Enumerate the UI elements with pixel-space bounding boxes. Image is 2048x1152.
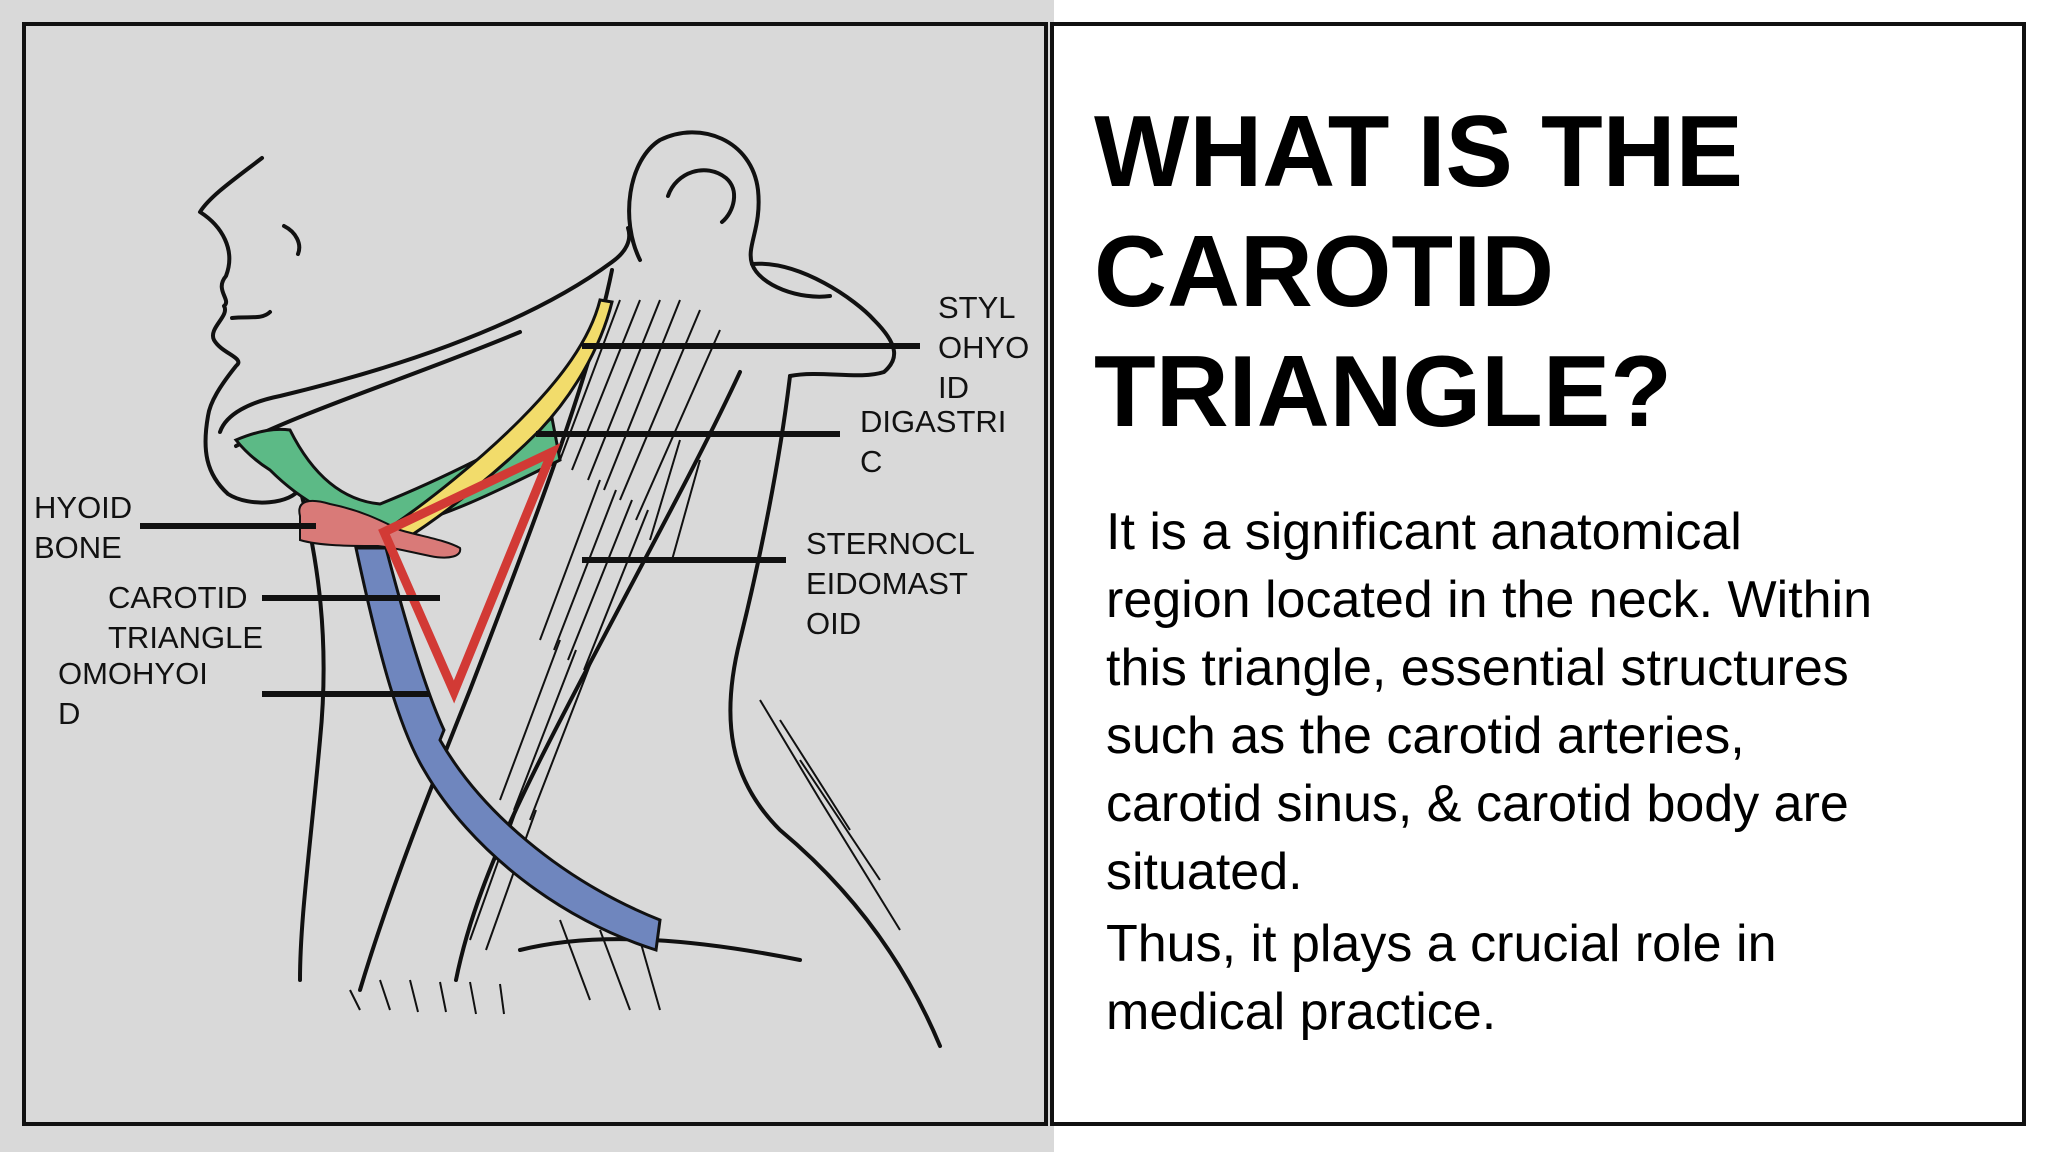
omohyoid-label-line-2: D — [58, 696, 81, 731]
description-paragraph-2: Thus, it plays a crucial role in medical… — [1106, 910, 2006, 1046]
ear-outline — [627, 130, 832, 299]
digastric-label: DIGASTRI C — [860, 402, 1006, 482]
slide-title-line-2: CAROTID — [1094, 216, 1555, 328]
stylohyoid-muscle — [389, 298, 614, 542]
diagram-panel-frame — [22, 22, 1048, 1126]
description-line: this triangle, essential structures — [1106, 639, 1849, 697]
sternocleidomastoid-label-line-1: STERNOCL — [806, 526, 975, 561]
sternocleidomastoid-label-line-3: OID — [806, 606, 862, 641]
muscle-fiber-hatching — [349, 299, 901, 1015]
neck-anatomy-diagram — [140, 130, 942, 1048]
description-line: Thus, it plays a crucial role in — [1106, 915, 1777, 973]
description-line: It is a significant anatomical — [1106, 503, 1742, 561]
neck-back-outline — [728, 374, 942, 1048]
face-profile-outline — [198, 156, 302, 505]
stylohyoid-label-line-2: OHYO — [938, 330, 1030, 365]
clavicle-outline — [518, 937, 802, 962]
omohyoid-label-line-1: OMOHYOI — [58, 656, 208, 691]
head-back-outline — [750, 261, 897, 378]
stylohyoid-label-line-3: ID — [938, 370, 969, 405]
slide-title: WHAT IS THE CAROTID TRIANGLE? — [1094, 92, 1974, 452]
text-panel-frame — [1050, 22, 2026, 1126]
sternocleidomastoid-outline — [358, 268, 614, 992]
description-line: such as the carotid arteries, — [1106, 707, 1745, 765]
description-text: It is a significant anatomical region lo… — [1106, 498, 2006, 1046]
sternocleidomastoid-label-line-2: EIDOMAST — [806, 566, 968, 601]
digastric-label-line-1: DIGASTRI — [860, 404, 1007, 439]
hyoid-bone-label: HYOID BONE — [34, 488, 132, 568]
description-line: region located in the neck. Within — [1106, 571, 1872, 629]
stylohyoid-label: STYL OHYO ID — [938, 288, 1029, 408]
hyoid-bone-label-line-1: HYOID — [34, 490, 133, 525]
hyoid-bone-label-line-2: BONE — [34, 530, 122, 565]
carotid-triangle-outline — [378, 442, 561, 704]
slide-title-line-3: TRIANGLE? — [1094, 336, 1672, 448]
carotid-triangle-label-line-2: TRIANGLE — [108, 620, 264, 655]
slide-title-line-1: WHAT IS THE — [1094, 96, 1743, 208]
ear-inner-outline — [666, 168, 737, 224]
description-paragraph-1: It is a significant anatomical region lo… — [1106, 498, 2006, 906]
carotid-triangle-label: CAROTID TRIANGLE — [108, 578, 263, 658]
description-line: situated. — [1106, 843, 1303, 901]
stylohyoid-label-line-1: STYL — [938, 290, 1016, 325]
omohyoid-label: OMOHYOI D — [58, 654, 208, 734]
description-line: carotid sinus, & carotid body are — [1106, 775, 1849, 833]
omohyoid-muscle — [354, 546, 662, 952]
sternocleidomastoid-inner-outline — [454, 370, 742, 982]
nostril-outline — [282, 224, 302, 256]
carotid-triangle-label-line-1: CAROTID — [108, 580, 248, 615]
digastric-label-line-2: C — [860, 444, 883, 479]
neck-front-outline — [298, 486, 326, 982]
description-line: medical practice. — [1106, 983, 1497, 1041]
jaw-outline — [218, 226, 632, 434]
mouth-outline — [230, 310, 272, 320]
diagram-panel-background — [0, 0, 1054, 1152]
sternocleidomastoid-label: STERNOCL EIDOMAST OID — [806, 524, 975, 644]
